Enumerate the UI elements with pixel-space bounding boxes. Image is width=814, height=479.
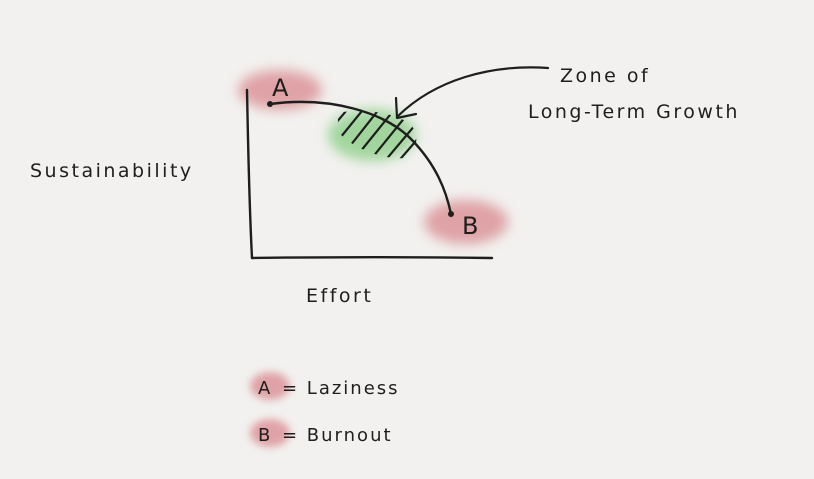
growth-zone-blob — [328, 109, 416, 161]
burnout-blob — [424, 200, 508, 244]
legend-a-key: A — [258, 378, 272, 399]
callout-line-2: Long-Term Growth — [528, 101, 740, 123]
point-b-label: B — [462, 212, 481, 240]
legend-b-blob — [250, 419, 290, 447]
callout-arrow — [396, 66, 550, 118]
legend-b-key: B — [258, 425, 272, 446]
point-a-label: A — [272, 74, 291, 102]
laziness-blob — [238, 70, 322, 110]
point-a-dot — [267, 101, 273, 107]
legend-a-text: = Laziness — [282, 378, 400, 399]
callout-line-1: Zone of — [560, 65, 650, 87]
y-axis — [245, 88, 254, 260]
x-axis — [250, 256, 494, 260]
tradeoff-curve — [268, 100, 453, 216]
y-axis-label: Sustainability — [30, 160, 194, 182]
point-b-dot — [448, 211, 454, 217]
callout-arrowhead — [394, 96, 418, 120]
x-axis-label: Effort — [306, 285, 373, 307]
legend-a-blob — [250, 372, 290, 400]
legend-b-text: = Burnout — [282, 425, 393, 446]
